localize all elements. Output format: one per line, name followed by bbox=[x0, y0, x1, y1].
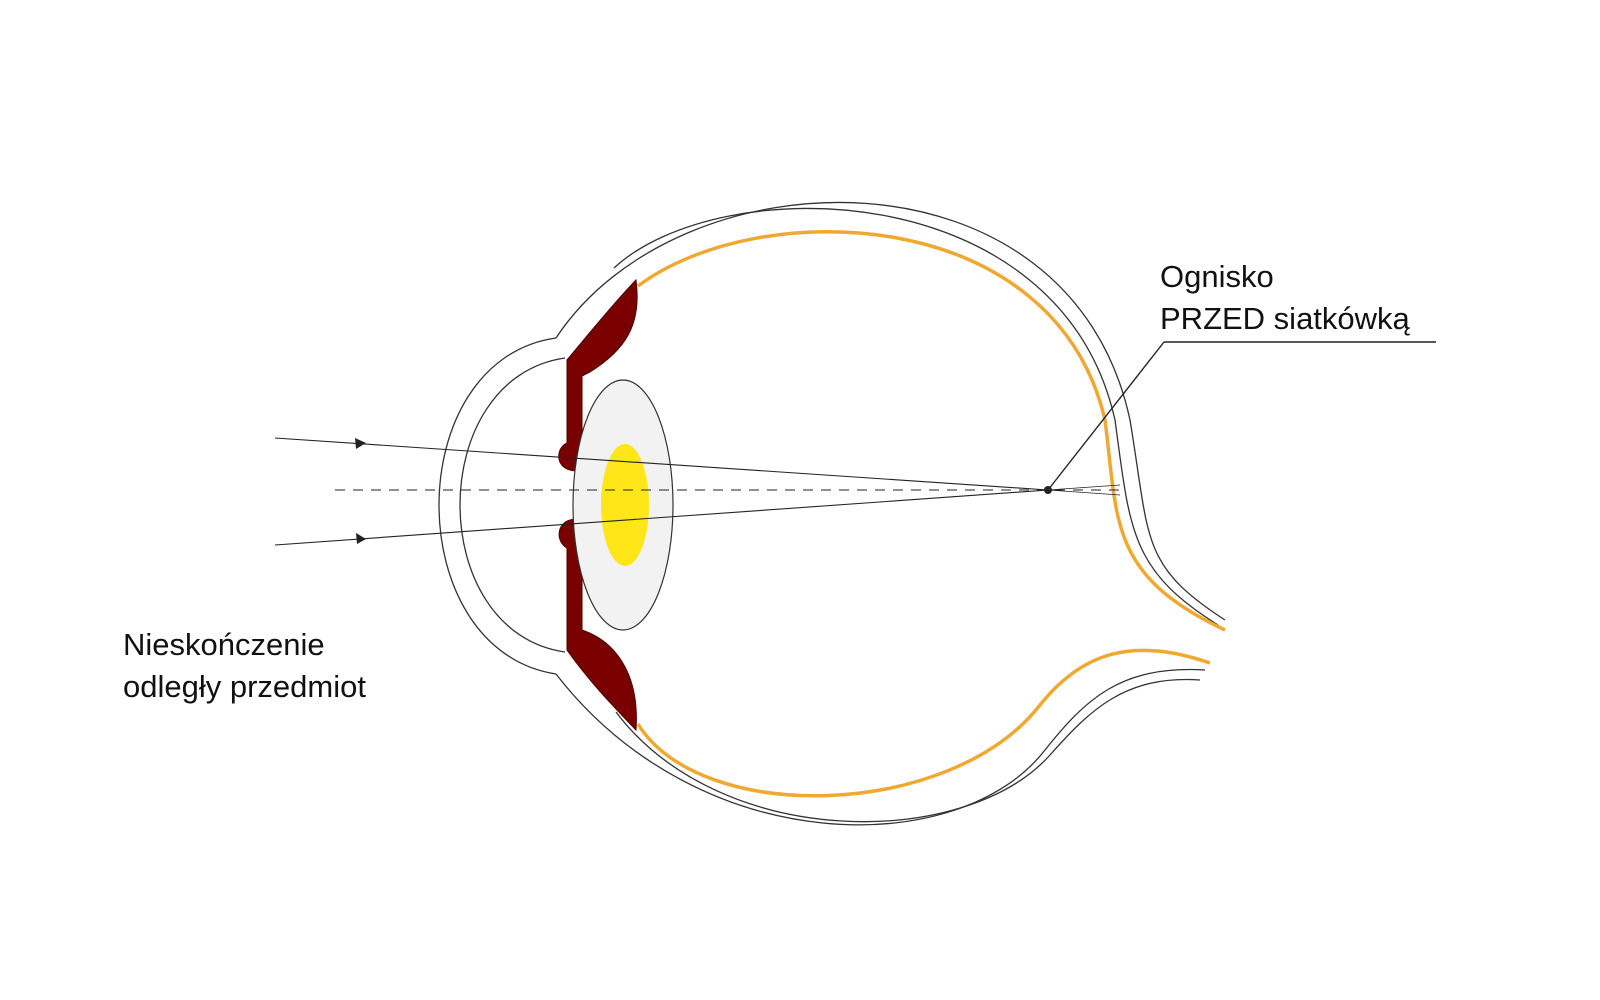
focus-leader-line bbox=[1047, 341, 1165, 491]
object-label-line-2: odległy przedmiot bbox=[123, 669, 366, 704]
object-label-line-1: Nieskończenie bbox=[123, 627, 325, 662]
cornea-inner bbox=[459, 357, 566, 653]
ray-upper bbox=[274, 437, 1049, 491]
iris-lower bbox=[558, 518, 637, 732]
object-label: Nieskończenie odległy przedmiot bbox=[123, 624, 366, 708]
cornea-outer bbox=[438, 337, 557, 675]
focus-label: Ognisko PRZED siatkówką bbox=[1160, 256, 1410, 340]
sclera-outer bbox=[555, 201, 1226, 826]
ray-upper-diverging bbox=[1047, 489, 1121, 496]
ray-lower-diverging bbox=[1047, 484, 1121, 491]
ray-lower bbox=[274, 489, 1049, 546]
iris-upper bbox=[558, 278, 638, 472]
ray-lower-arrowhead bbox=[356, 533, 366, 544]
focus-label-line-2: PRZED siatkówką bbox=[1160, 301, 1410, 336]
focus-label-line-1: Ognisko bbox=[1160, 259, 1274, 294]
lens-nucleus bbox=[601, 444, 649, 566]
sclera-inner bbox=[613, 207, 1219, 823]
retina-upper bbox=[636, 229, 1226, 632]
retina-lower bbox=[636, 648, 1211, 798]
ray-upper-arrowhead bbox=[355, 438, 366, 449]
